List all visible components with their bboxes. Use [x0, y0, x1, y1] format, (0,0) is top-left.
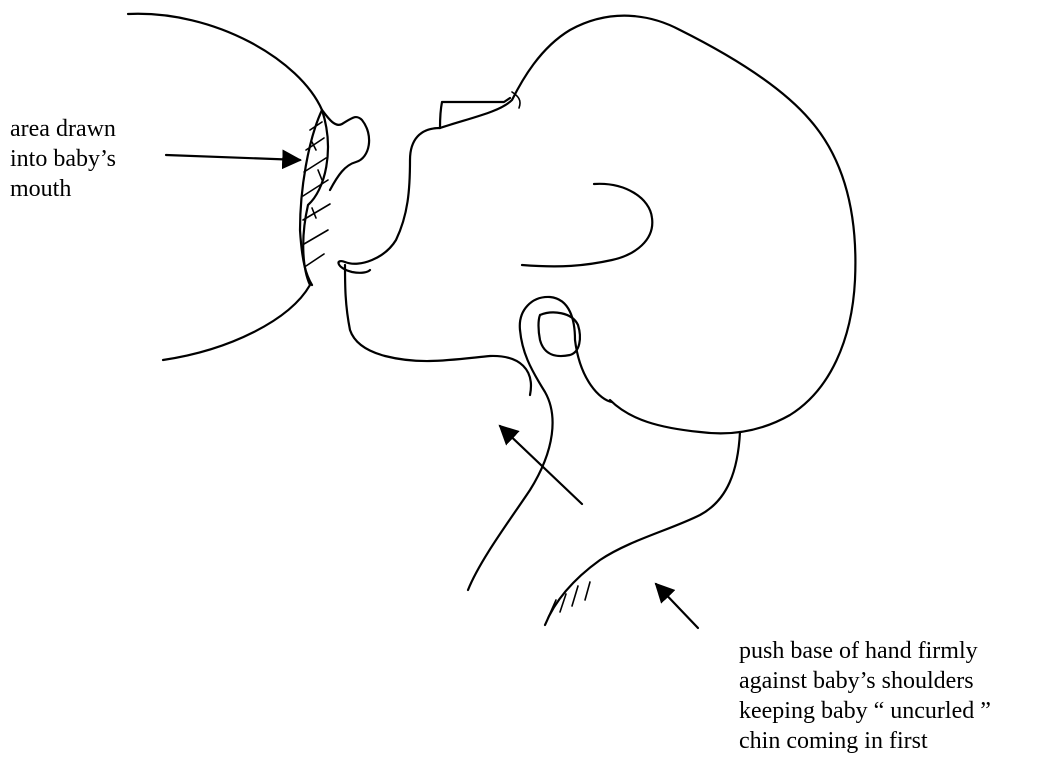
- label-line: chin coming in first: [739, 726, 991, 756]
- label-area-drawn-into-mouth: area drawn into baby’s mouth: [10, 114, 116, 204]
- pointer-arrow-area: [166, 155, 300, 160]
- baby-face-profile: [339, 128, 440, 273]
- baby-head-outline: [440, 16, 855, 434]
- thumbnail: [539, 312, 580, 356]
- nipple-outline: [322, 110, 369, 190]
- hand-lower-outline: [468, 330, 553, 590]
- label-line: against baby’s shoulders: [739, 666, 991, 696]
- pointer-arrow-shoulders: [656, 584, 698, 628]
- label-line: keeping baby “ uncurled ”: [739, 696, 991, 726]
- label-line: area drawn: [10, 114, 116, 144]
- label-line: mouth: [10, 174, 116, 204]
- label-push-base-of-hand: push base of hand firmly against baby’s …: [739, 636, 991, 756]
- baby-ear: [522, 184, 652, 267]
- pointer-arrow-chin: [500, 426, 582, 504]
- supporting-hand-thumb: [520, 297, 612, 402]
- label-line: into baby’s: [10, 144, 116, 174]
- baby-upper-lip: [440, 98, 510, 128]
- baby-lower-lip-chin: [345, 265, 531, 395]
- breast-outline: [128, 14, 328, 360]
- label-line: push base of hand firmly: [739, 636, 991, 666]
